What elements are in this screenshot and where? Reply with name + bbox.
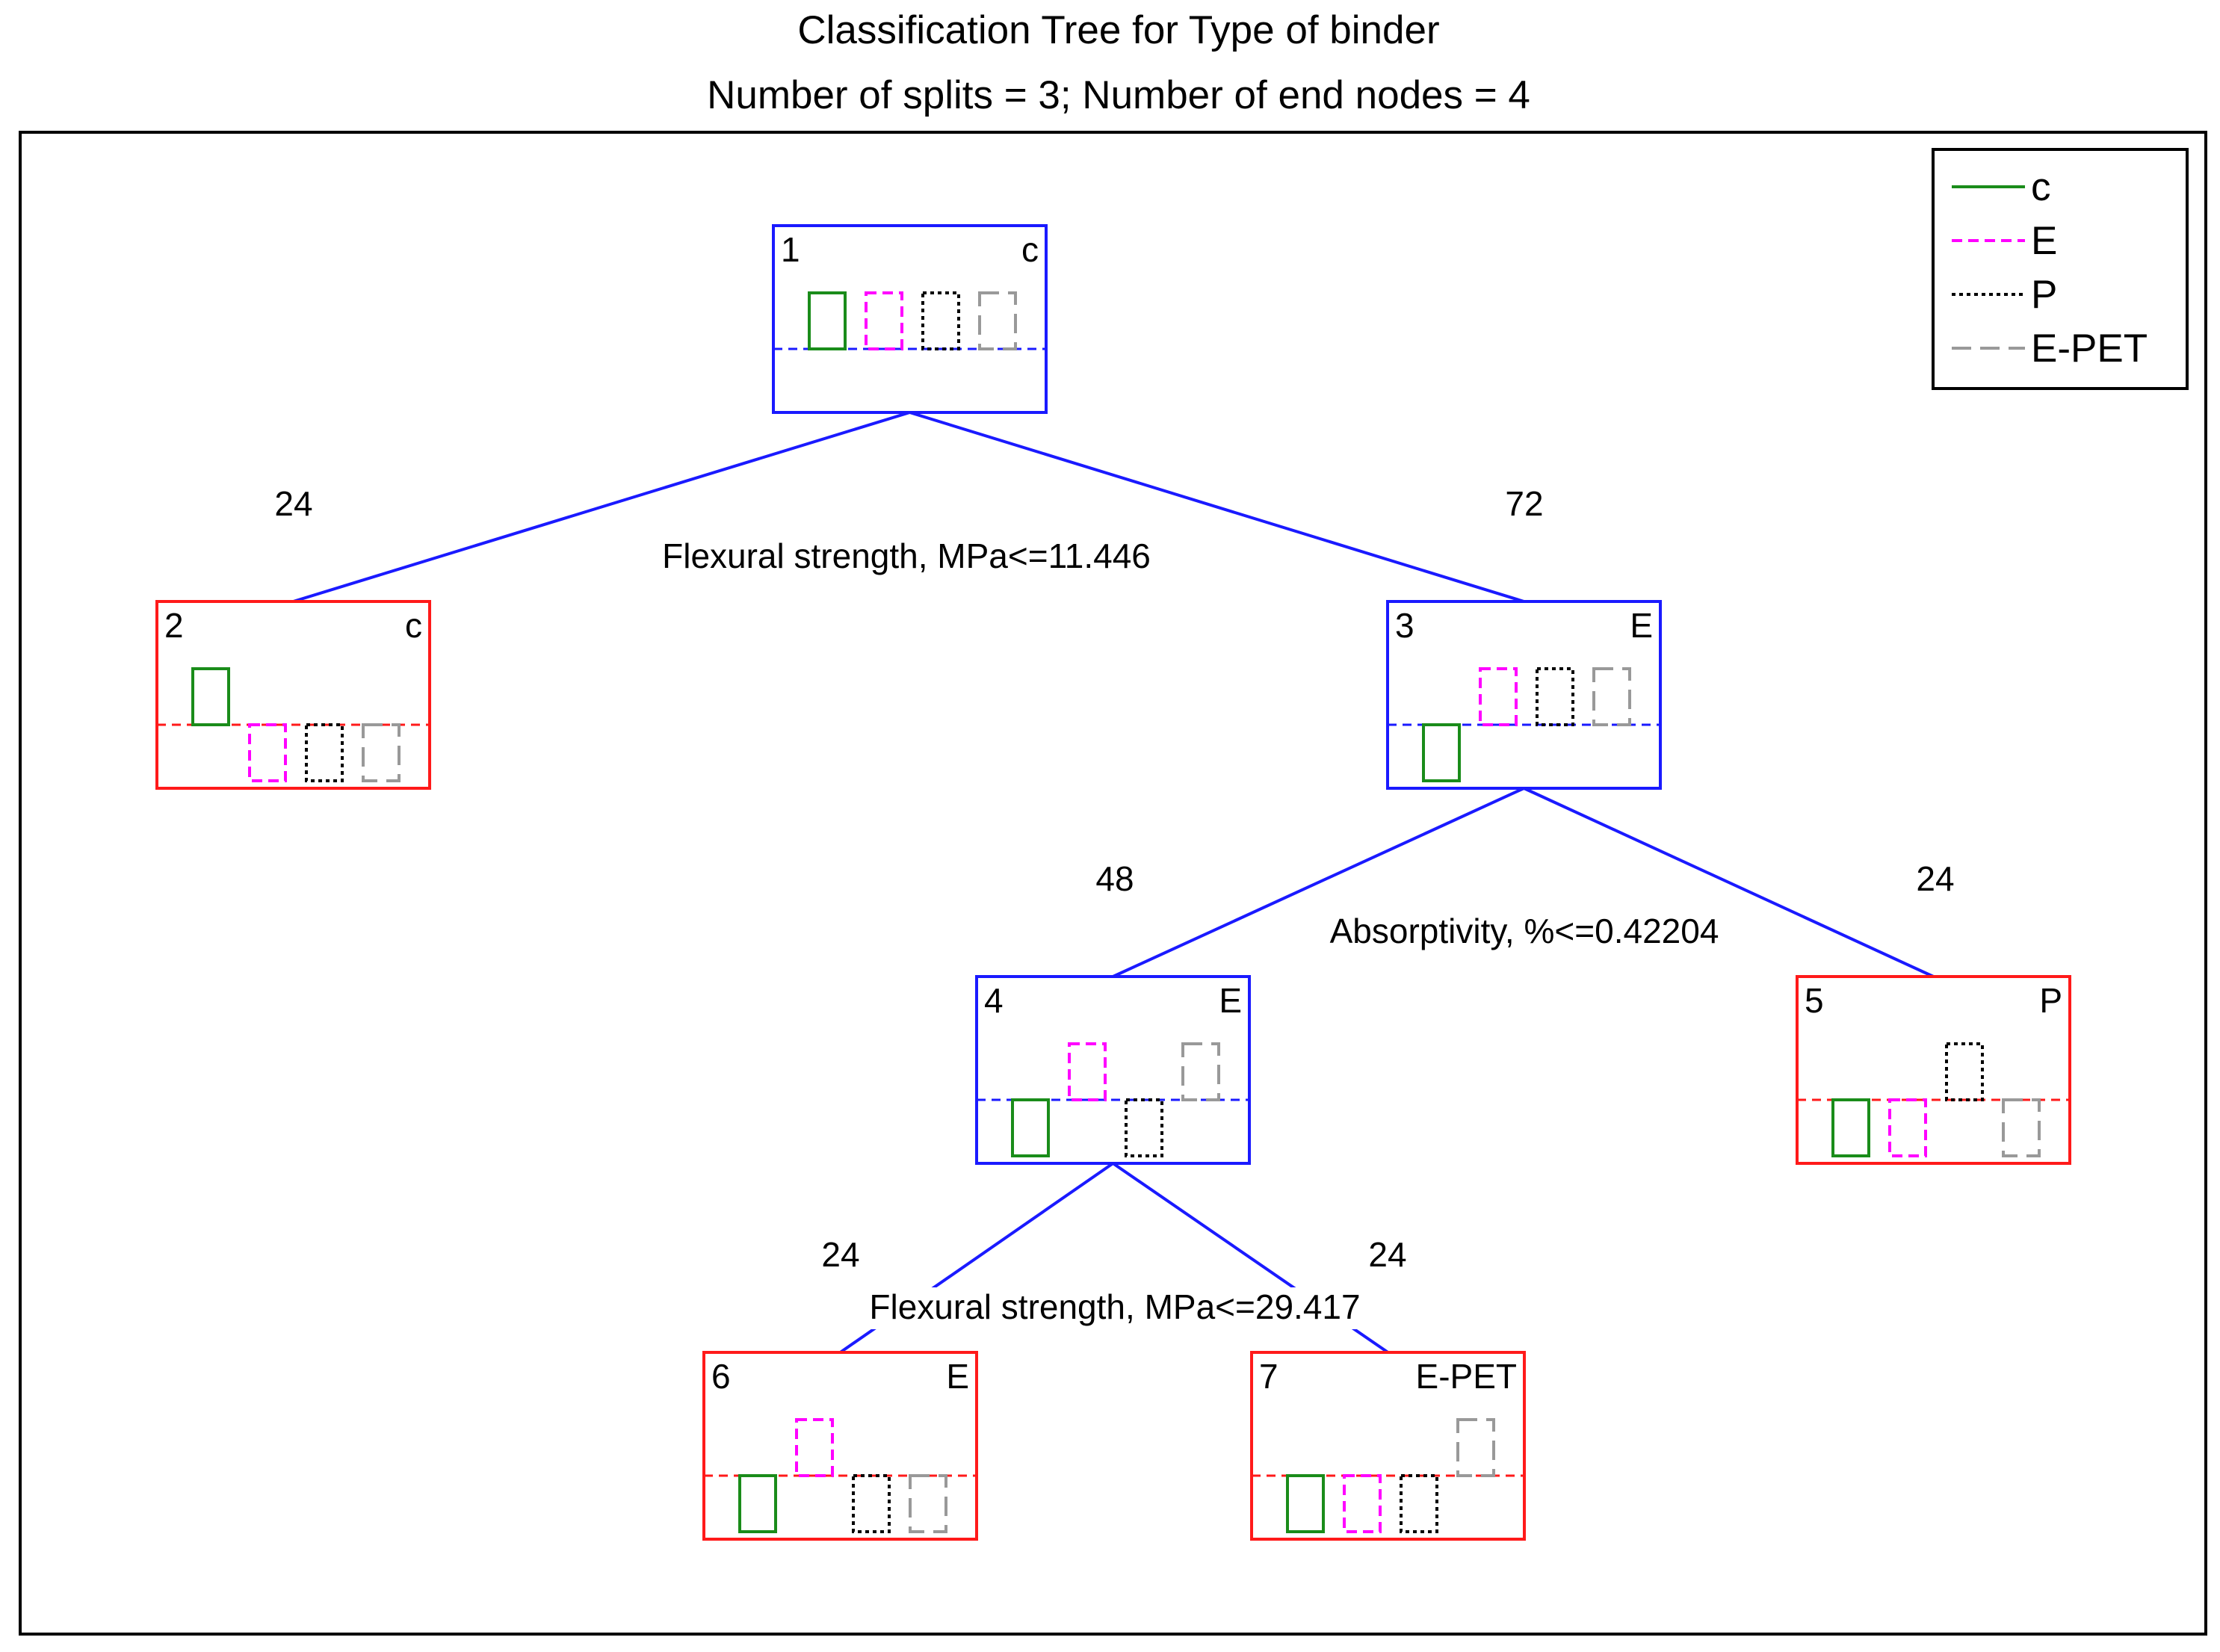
node-box — [975, 975, 1251, 1165]
node-box — [1796, 975, 2071, 1165]
node-class-label: E — [946, 1357, 969, 1396]
plot-frame — [19, 131, 2207, 1636]
edge-3-5 — [1523, 787, 1935, 978]
class-bar-p — [1125, 1098, 1163, 1157]
class-bar-p — [1400, 1474, 1438, 1533]
class-bar-e — [795, 1418, 834, 1477]
class-bar-p — [921, 291, 960, 350]
node-box — [702, 1351, 978, 1541]
class-bar-c — [738, 1474, 777, 1533]
split-condition-node-4: Flexural strength, MPa<=29.417 — [869, 1287, 1360, 1326]
node-box — [155, 600, 431, 790]
class-bar-e-pet — [978, 291, 1017, 350]
legend-box — [1932, 148, 2189, 390]
legend-label-e: E — [2031, 219, 2057, 263]
right-count-node-3: 24 — [1916, 859, 1954, 898]
class-bar-p — [305, 723, 344, 782]
class-bar-e-pet — [1592, 667, 1631, 726]
class-bar-c — [1011, 1098, 1050, 1157]
split-labels: Flexural strength, MPa<=11.446 24 72Absorp… — [274, 484, 1955, 1329]
left-count-node-1: 24 — [274, 484, 312, 523]
left-count-node-4: 24 — [821, 1235, 859, 1274]
class-bar-e-pet — [362, 723, 401, 782]
node-box — [1250, 1351, 1526, 1541]
edge-3-4 — [1112, 787, 1525, 978]
split-label-backing — [838, 1287, 1391, 1329]
class-bar-p — [1536, 667, 1574, 726]
node-class-label: E — [1219, 981, 1242, 1020]
class-bar-e — [865, 291, 903, 350]
node-id: 7 — [1259, 1357, 1278, 1396]
node-id: 2 — [164, 606, 184, 645]
node-class-label: c — [1021, 230, 1039, 269]
edge-1-3 — [909, 411, 1525, 603]
left-count-node-3: 48 — [1095, 859, 1134, 898]
class-bar-c — [1422, 723, 1461, 782]
chart-title: Classification Tree for Type of binder — [797, 8, 1439, 52]
class-bar-e — [1888, 1098, 1927, 1157]
class-bar-e-pet — [2002, 1098, 2041, 1157]
node-class-label: c — [405, 606, 422, 645]
legend-label-e-pet: E-PET — [2031, 327, 2148, 371]
class-bar-c — [191, 667, 230, 726]
legend-label-c: c — [2031, 165, 2051, 209]
edge-1-2 — [292, 411, 911, 603]
node-id: 1 — [781, 230, 800, 269]
class-bar-e — [1343, 1474, 1382, 1533]
class-bar-p — [852, 1474, 891, 1533]
node-box — [772, 224, 1048, 414]
node-7: 7 E-PET — [1250, 1351, 1526, 1541]
node-box — [1386, 600, 1662, 790]
class-bar-c — [1286, 1474, 1325, 1533]
node-id: 6 — [711, 1357, 731, 1396]
node-id: 5 — [1805, 981, 1824, 1020]
split-condition-node-1: Flexural strength, MPa<=11.446 — [662, 536, 1151, 575]
right-count-node-1: 72 — [1505, 484, 1543, 523]
class-bar-c — [808, 291, 847, 350]
node-class-label: E-PET — [1416, 1357, 1517, 1396]
node-id: 4 — [984, 981, 1004, 1020]
legend-label-p: P — [2031, 273, 2057, 317]
class-bar-e-pet — [1181, 1042, 1220, 1101]
class-bar-e — [1068, 1042, 1107, 1101]
class-bar-e-pet — [1456, 1418, 1495, 1477]
node-class-label: E — [1630, 606, 1653, 645]
right-count-node-4: 24 — [1368, 1235, 1406, 1274]
class-bar-c — [1831, 1098, 1870, 1157]
legend: cEP E-PET — [1932, 148, 2189, 390]
class-bar-e-pet — [909, 1474, 947, 1533]
split-condition-node-3: Absorptivity, %<=0.42204 — [1330, 912, 1719, 950]
class-bar-e — [1479, 667, 1518, 726]
chart-subtitle: Number of splits = 3; Number of end node… — [707, 73, 1530, 117]
class-bar-p — [1945, 1042, 1984, 1101]
class-bar-e — [248, 723, 287, 782]
node-id: 3 — [1395, 606, 1414, 645]
node-class-label: P — [2039, 981, 2062, 1020]
